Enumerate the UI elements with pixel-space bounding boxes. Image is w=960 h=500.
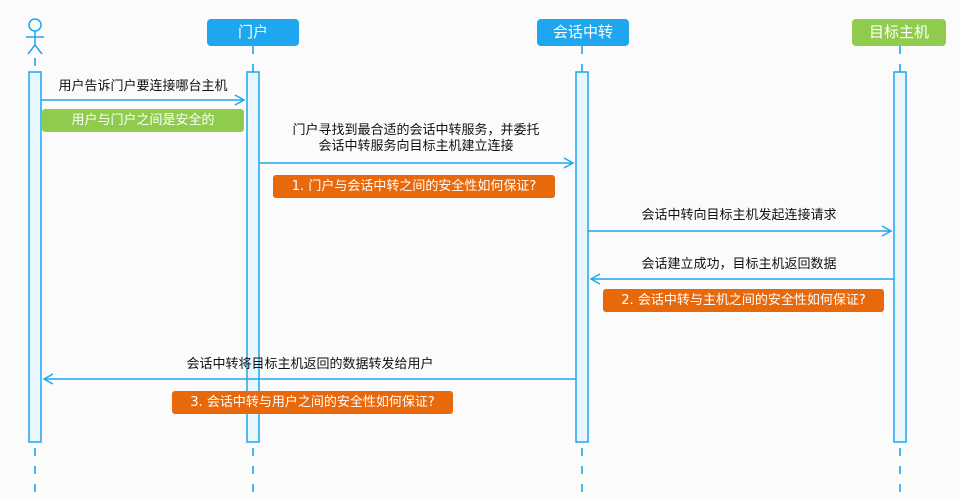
arrowhead-target-to-relay	[589, 273, 601, 285]
message-label-1: 用户告诉门户要连接哪台主机	[58, 79, 228, 94]
arrowhead-relay-to-user	[42, 373, 54, 385]
participant-target: 目标主机	[852, 19, 946, 46]
participant-portal: 门户	[207, 19, 299, 46]
portal-activation-bar	[246, 71, 260, 443]
message-label-2-line1: 门户寻找到最合适的会话中转服务，并委托	[292, 123, 540, 138]
note-question-3: 3. 会话中转与用户之间的安全性如何保证?	[172, 391, 453, 414]
message-label-2-line2: 会话中转服务向目标主机建立连接	[318, 139, 514, 154]
arrowhead-user-to-portal	[234, 94, 246, 106]
note-user-portal-secure: 用户与门户之间是安全的	[42, 109, 244, 132]
target-activation-bar	[893, 71, 907, 443]
message-label-3: 会话中转向目标主机发起连接请求	[641, 208, 837, 223]
note-question-2: 2. 会话中转与主机之间的安全性如何保证?	[603, 289, 884, 312]
note-question-1: 1. 门户与会话中转之间的安全性如何保证?	[273, 175, 555, 198]
arrowhead-portal-to-relay	[563, 157, 575, 169]
participant-relay: 会话中转	[537, 19, 629, 46]
stick-figure-icon	[26, 18, 44, 55]
relay-activation-bar	[575, 71, 589, 443]
message-label-5: 会话中转将目标主机返回的数据转发给用户	[186, 357, 434, 372]
arrowhead-relay-to-target	[881, 225, 893, 237]
message-label-4: 会话建立成功，目标主机返回数据	[641, 257, 837, 272]
user-activation-bar	[28, 71, 42, 443]
